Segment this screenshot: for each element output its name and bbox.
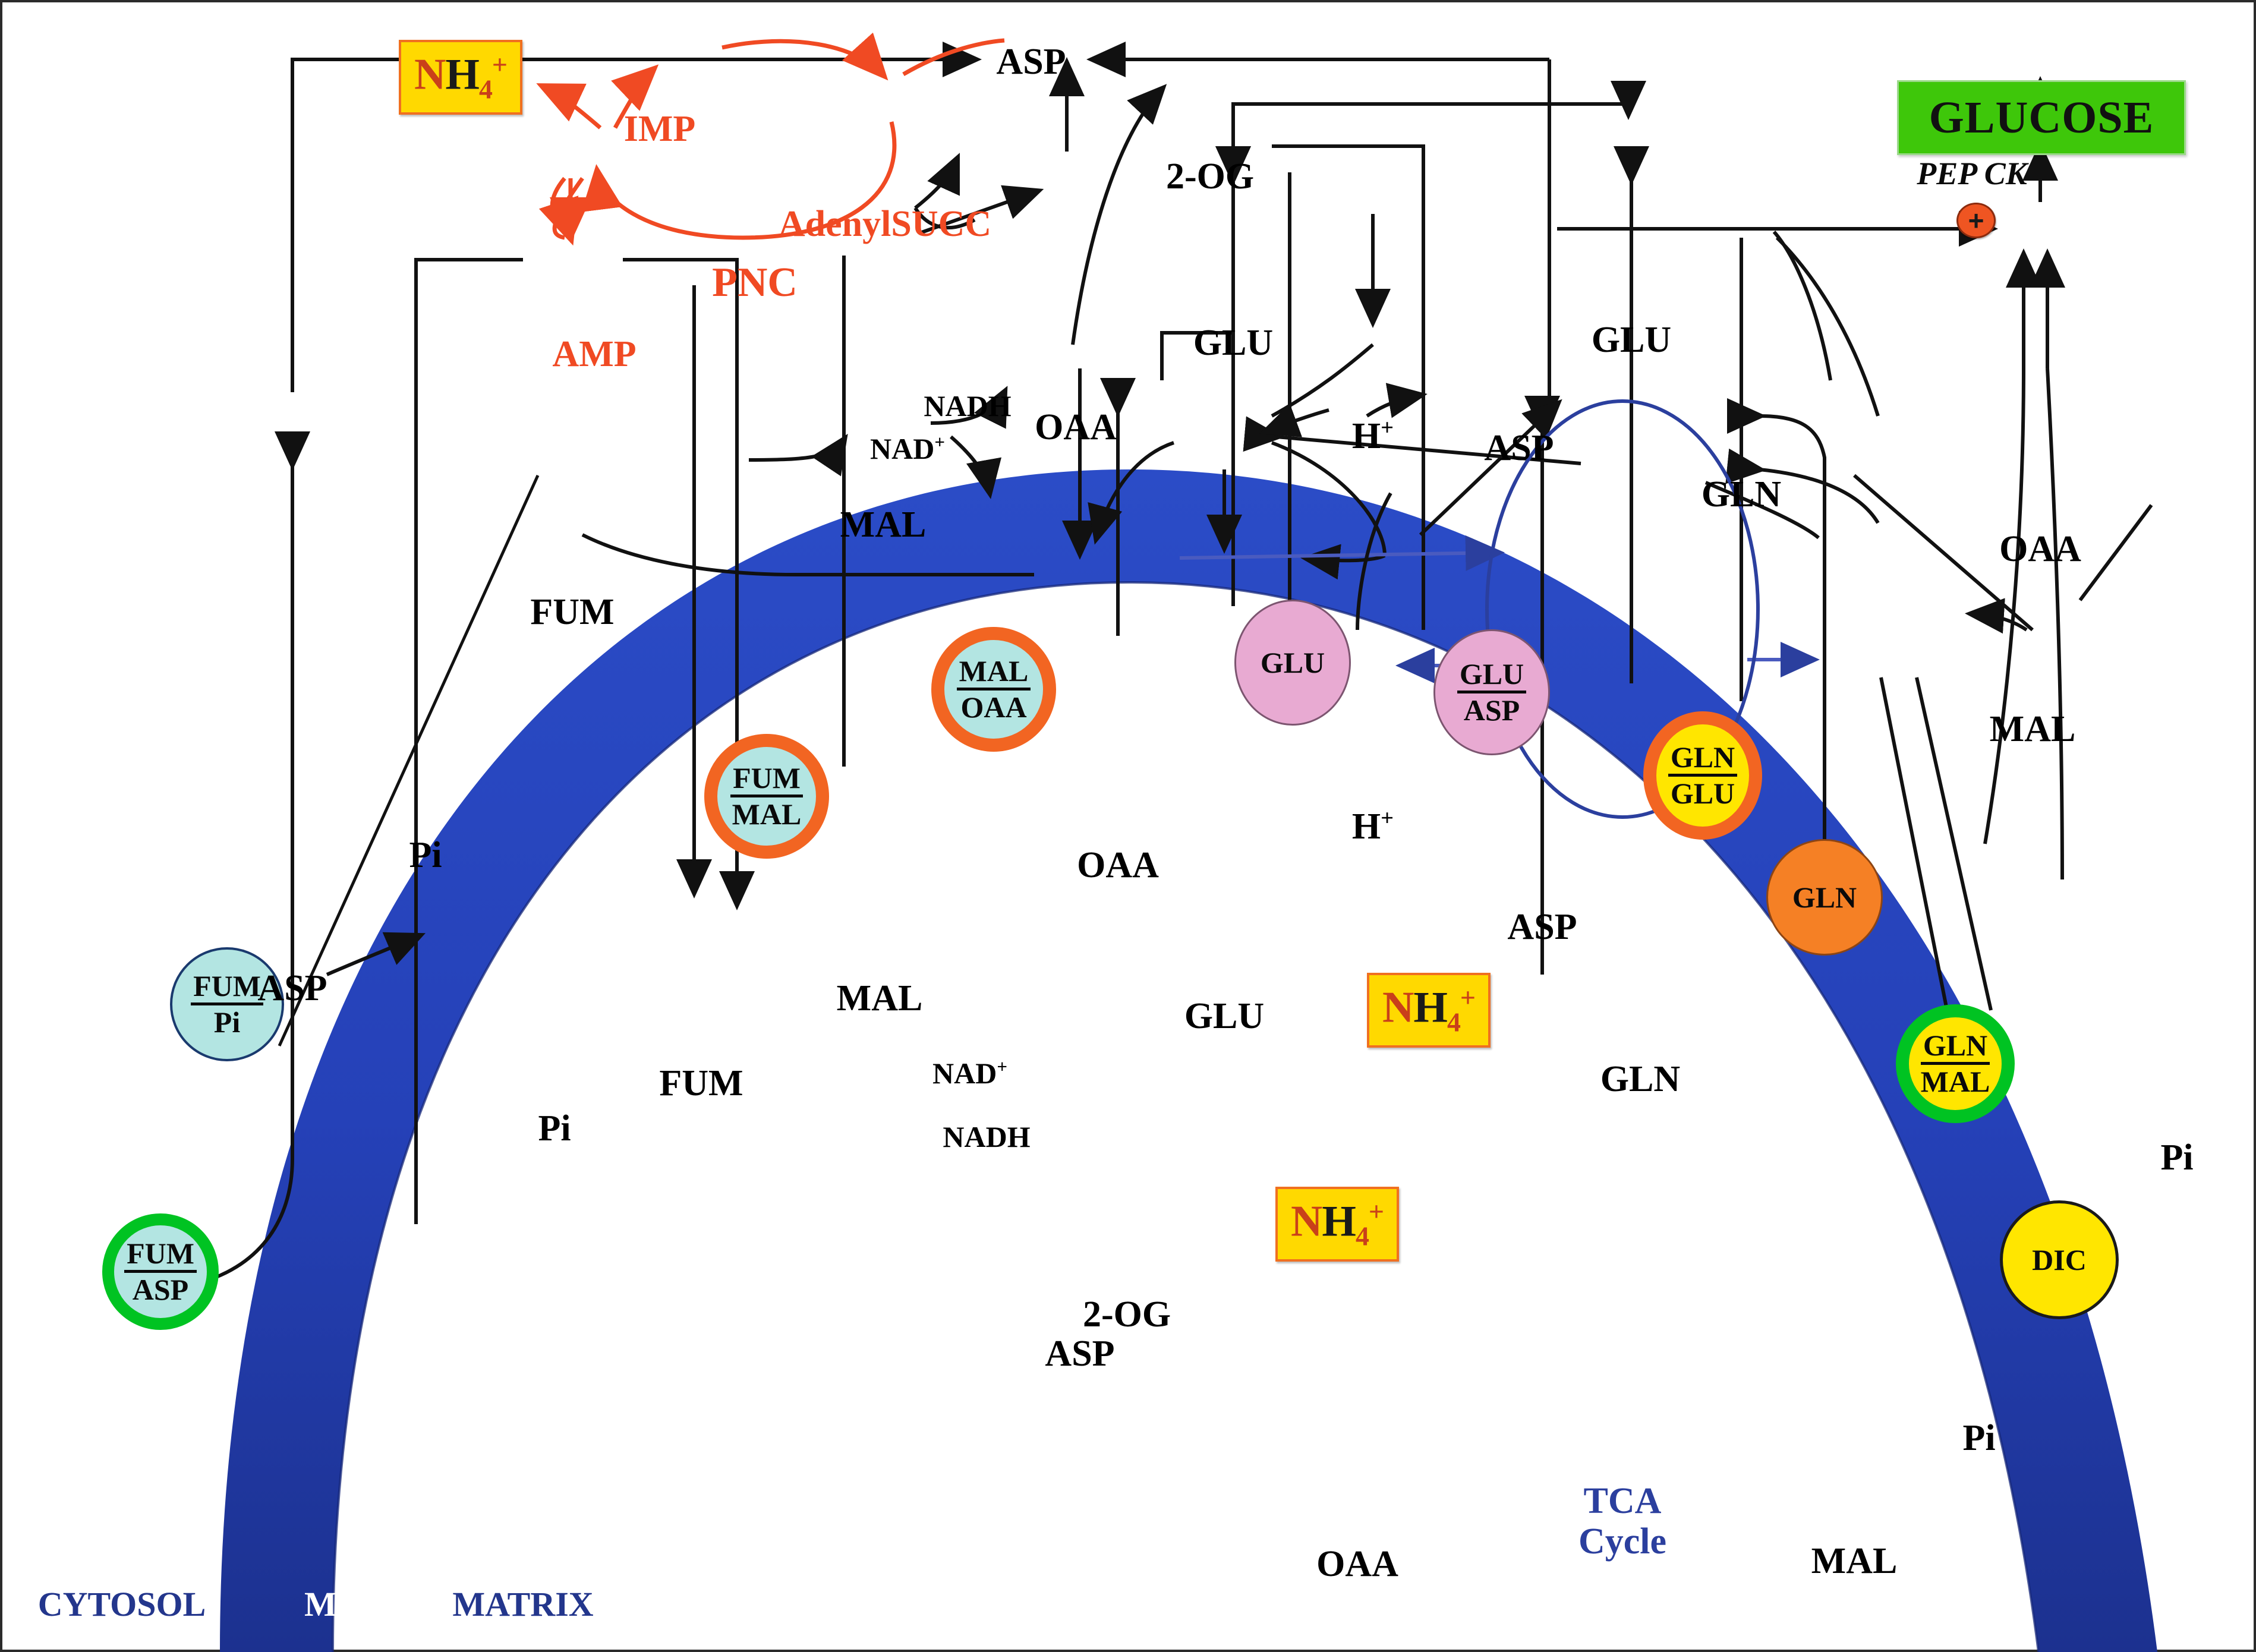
carrier-substrate-bottom: MAL bbox=[1920, 1065, 1990, 1098]
ammonium-box-matrix-upper: NH4+ bbox=[1367, 973, 1491, 1048]
metabolite-gln-cytosol: GLN bbox=[1701, 474, 1782, 515]
compartment-label-cytosol: CYTOSOL bbox=[37, 1585, 206, 1624]
metabolite-2og-matrix: 2-OG bbox=[1082, 1294, 1171, 1335]
metabolite-glu-matrix: GLU bbox=[1184, 996, 1265, 1037]
nad-text: NAD bbox=[932, 1056, 997, 1090]
activation-plus-icon: + bbox=[1956, 203, 1996, 238]
carrier-gln-mal[interactable]: GLN MAL bbox=[1896, 1004, 2015, 1123]
carrier-substrate-top: GLN bbox=[1920, 1030, 1990, 1065]
nad-text: NAD bbox=[870, 431, 935, 465]
metabolite-imp: IMP bbox=[623, 108, 696, 149]
h-text: H bbox=[1351, 806, 1381, 847]
ammonium-box-matrix-lower: NH4+ bbox=[1275, 1187, 1399, 1262]
metabolite-amp: AMP bbox=[552, 334, 637, 375]
carrier-substrate-bottom: Pi bbox=[213, 1005, 241, 1039]
carrier-substrate: GLN bbox=[1792, 880, 1857, 914]
carrier-substrate-top: GLN bbox=[1668, 742, 1738, 777]
tca-cycle-line1: TCA bbox=[1583, 1480, 1662, 1521]
carrier-substrate-top: FUM bbox=[730, 763, 803, 797]
carrier-fum-mal[interactable]: FUM MAL bbox=[704, 734, 829, 859]
nad-superscript: + bbox=[997, 1055, 1007, 1077]
compartment-label-mim: MIM bbox=[304, 1585, 383, 1624]
tca-cycle-label: TCA Cycle bbox=[1578, 1481, 1666, 1562]
cycle-label-pnc: PNC bbox=[712, 259, 798, 305]
carrier-dic[interactable]: DIC bbox=[2000, 1200, 2119, 1319]
metabolite-nadh-cytosol: NADH bbox=[924, 389, 1012, 423]
carrier-fum-asp[interactable]: FUM ASP bbox=[102, 1213, 219, 1330]
metabolite-hplus-cytosol: H+ bbox=[1352, 417, 1394, 455]
metabolite-asp-matrix-lower: ASP bbox=[1045, 1333, 1115, 1374]
metabolite-pi-cytosol-upper: Pi bbox=[409, 835, 442, 876]
carrier-substrate-top: FUM bbox=[124, 1238, 197, 1273]
metabolite-glu-cytosol-right: GLU bbox=[1591, 320, 1672, 361]
metabolite-mal-cytosol-right: MAL bbox=[1989, 709, 2076, 750]
metabolite-nadplus-cytosol: NAD+ bbox=[870, 433, 945, 464]
carrier-substrate-top: FUM bbox=[191, 971, 263, 1005]
ammonium-box-pnc: NH4+ bbox=[399, 40, 522, 115]
glucose-label: GLUCOSE bbox=[1929, 92, 2154, 143]
h-superscript: + bbox=[1381, 415, 1394, 440]
h-superscript: + bbox=[1381, 806, 1394, 831]
mitochondrial-inner-membrane bbox=[220, 469, 2157, 1652]
cytosol-arrow-network bbox=[196, 42, 2153, 1285]
metabolite-asp-cytosol-top: ASP bbox=[996, 41, 1066, 82]
metabolite-pi-cytosol-right: Pi bbox=[2160, 1137, 2194, 1178]
metabolite-asp-cytosol-mid: ASP bbox=[1484, 427, 1554, 468]
glucose-output-box: GLUCOSE bbox=[1897, 80, 2186, 155]
metabolite-mal-tca: MAL bbox=[1811, 1540, 1898, 1581]
enzyme-pepck-label: PEP CK bbox=[1917, 156, 2027, 191]
carrier-substrate-top: MAL bbox=[956, 656, 1031, 691]
carrier-substrate-bottom: ASP bbox=[1463, 693, 1520, 727]
metabolite-fum-cytosol: FUM bbox=[530, 591, 615, 632]
metabolite-mal-matrix: MAL bbox=[836, 978, 923, 1019]
metabolite-mal-cytosol-top: MAL bbox=[840, 505, 927, 546]
metabolite-nadh-matrix: NADH bbox=[943, 1120, 1031, 1154]
h-text: H bbox=[1351, 415, 1381, 456]
carrier-substrate-bottom: OAA bbox=[960, 691, 1027, 724]
tca-cycle-ring bbox=[1485, 399, 1760, 819]
metabolite-asp-matrix-upper: ASP bbox=[1507, 906, 1577, 947]
metabolite-nadplus-matrix: NAD+ bbox=[932, 1057, 1007, 1088]
metabolite-oaa-cytosol: OAA bbox=[1035, 406, 1117, 447]
carrier-gln[interactable]: GLN bbox=[1766, 839, 1883, 956]
metabolite-hplus-matrix: H+ bbox=[1352, 807, 1394, 845]
carrier-fum-pi[interactable]: FUM Pi bbox=[170, 947, 284, 1061]
tca-cycle-line2: Cycle bbox=[1578, 1521, 1667, 1562]
metabolite-oaa-matrix-upper: OAA bbox=[1077, 844, 1159, 885]
pnc-cycle-arrows bbox=[536, 32, 1005, 246]
carrier-substrate-bottom: ASP bbox=[132, 1273, 189, 1306]
metabolite-2og-cytosol: 2-OG bbox=[1165, 156, 1255, 197]
carrier-glu-asp[interactable]: GLU ASP bbox=[1433, 629, 1550, 755]
carrier-substrate: DIC bbox=[2032, 1243, 2087, 1276]
metabolite-fum-matrix: FUM bbox=[659, 1063, 743, 1104]
carrier-glu[interactable]: GLU bbox=[1234, 600, 1351, 726]
carrier-gln-glu[interactable]: GLN GLU bbox=[1643, 711, 1762, 840]
metabolite-glu-cytosol-left: GLU bbox=[1193, 323, 1274, 364]
metabolite-pi-cytosol-bottom: Pi bbox=[1962, 1417, 1996, 1458]
carrier-mal-oaa[interactable]: MAL OAA bbox=[931, 627, 1056, 752]
metabolite-asp-cytosol-left: ASP bbox=[257, 968, 327, 1009]
metabolite-oaa-cytosol-right: OAA bbox=[1999, 528, 2081, 569]
ammonium-formula: NH4+ bbox=[414, 49, 508, 105]
compartment-label-matrix: MATRIX bbox=[452, 1585, 594, 1624]
metabolite-pi-cytosol-lower: Pi bbox=[538, 1108, 571, 1149]
metabolite-gln-matrix: GLN bbox=[1600, 1059, 1681, 1100]
ammonium-formula: NH4+ bbox=[1382, 982, 1476, 1038]
carrier-substrate-top: GLU bbox=[1457, 659, 1527, 693]
metabolite-oaa-tca: OAA bbox=[1316, 1543, 1398, 1584]
carrier-substrate-bottom: GLU bbox=[1670, 777, 1735, 810]
metabolite-adenylsucc: AdenylSUCC bbox=[778, 203, 992, 244]
ammonium-formula: NH4+ bbox=[1290, 1196, 1384, 1251]
carrier-substrate-bottom: MAL bbox=[732, 797, 802, 831]
nad-superscript: + bbox=[934, 431, 945, 453]
carrier-substrate: GLU bbox=[1260, 645, 1325, 679]
